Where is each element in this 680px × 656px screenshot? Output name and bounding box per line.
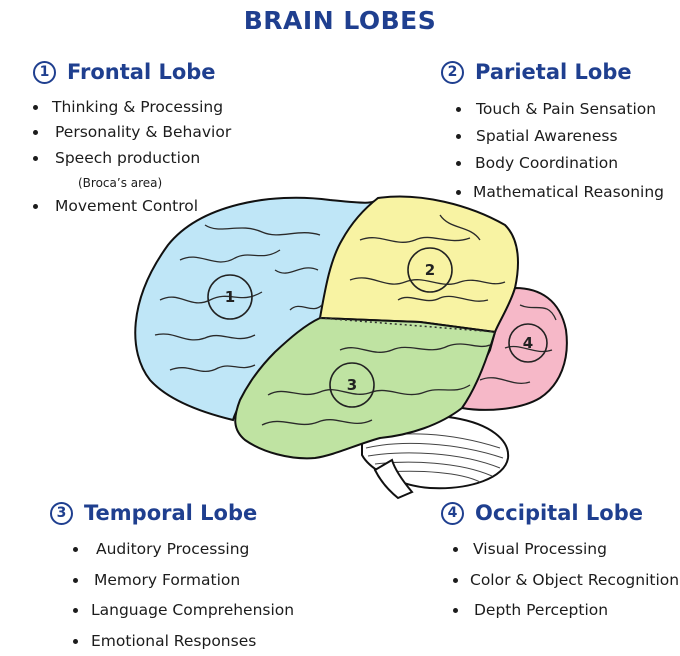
frontal-lobe-section: 1 Frontal Lobe Thinking & Processing Per…	[33, 60, 231, 215]
frontal-lobe-number: 1	[33, 60, 56, 84]
occipital-lobe-number: 4	[441, 501, 464, 525]
bullet-icon	[33, 156, 38, 161]
svg-text:4: 4	[523, 334, 533, 352]
bullet-icon	[33, 105, 38, 110]
bullet-icon	[456, 134, 461, 139]
temporal-lobe-title: Temporal Lobe	[84, 501, 258, 525]
marker-2: 2	[407, 247, 453, 293]
marker-3: 3	[329, 362, 375, 408]
bullet-icon	[453, 608, 458, 613]
bullet-icon	[456, 107, 461, 112]
parietal-lobe-section: 2 Parietal Lobe Touch & Pain Sensation S…	[441, 60, 664, 201]
bullet-icon	[456, 190, 461, 195]
bullet-icon	[453, 578, 458, 583]
temporal-lobe-section: 3 Temporal Lobe Auditory Processing Memo…	[50, 501, 294, 650]
occipital-lobe-section: 4 Occipital Lobe Visual Processing Color…	[441, 501, 679, 619]
bullet-icon	[453, 547, 458, 552]
diagram-title: BRAIN LOBES	[243, 6, 437, 35]
bullet-icon	[73, 608, 78, 613]
frontal-item-note: (Broca’s area)	[78, 176, 163, 190]
bullet-icon	[73, 639, 78, 644]
temporal-lobe-number: 3	[50, 501, 73, 525]
frontal-lobe-title: Frontal Lobe	[67, 60, 216, 84]
parietal-lobe-number: 2	[441, 60, 464, 84]
marker-1: 1	[207, 274, 253, 320]
bullet-icon	[73, 578, 78, 583]
bullet-icon	[33, 130, 38, 135]
marker-4: 4	[508, 323, 548, 363]
temporal-lobe-region	[234, 316, 497, 460]
bullet-icon	[73, 547, 78, 552]
svg-text:1: 1	[225, 288, 235, 306]
parietal-lobe-title: Parietal Lobe	[475, 60, 632, 84]
bullet-icon	[456, 161, 461, 166]
bullet-icon	[33, 204, 38, 209]
svg-text:2: 2	[425, 261, 435, 279]
occipital-lobe-title: Occipital Lobe	[475, 501, 643, 525]
svg-text:3: 3	[347, 376, 357, 394]
